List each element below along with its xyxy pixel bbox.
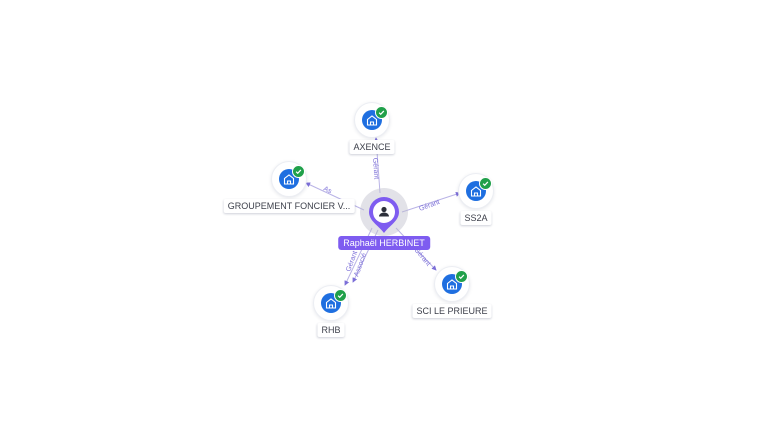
edge-ss2a bbox=[401, 191, 461, 213]
check-badge-icon bbox=[375, 106, 388, 119]
company-label[interactable]: SS2A bbox=[460, 211, 492, 225]
person-pin-icon bbox=[369, 197, 399, 233]
check-badge-icon bbox=[479, 177, 492, 190]
edge-label-groupement: As bbox=[322, 185, 333, 195]
check-badge-icon bbox=[455, 270, 468, 283]
check-badge-icon bbox=[334, 289, 347, 302]
company-label[interactable]: GROUPEMENT FONCIER V... bbox=[223, 199, 355, 213]
edge-label-axence: Gérant bbox=[371, 158, 379, 180]
company-label[interactable]: AXENCE bbox=[349, 140, 395, 154]
company-label[interactable]: SCI LE PRIEURE bbox=[412, 304, 492, 318]
person-label[interactable]: Raphaël HERBINET bbox=[338, 236, 430, 250]
company-label[interactable]: RHB bbox=[317, 323, 345, 337]
edge-label-ss2a: Gérant bbox=[418, 199, 441, 213]
edge-groupement bbox=[305, 182, 365, 211]
check-badge-icon bbox=[292, 165, 305, 178]
